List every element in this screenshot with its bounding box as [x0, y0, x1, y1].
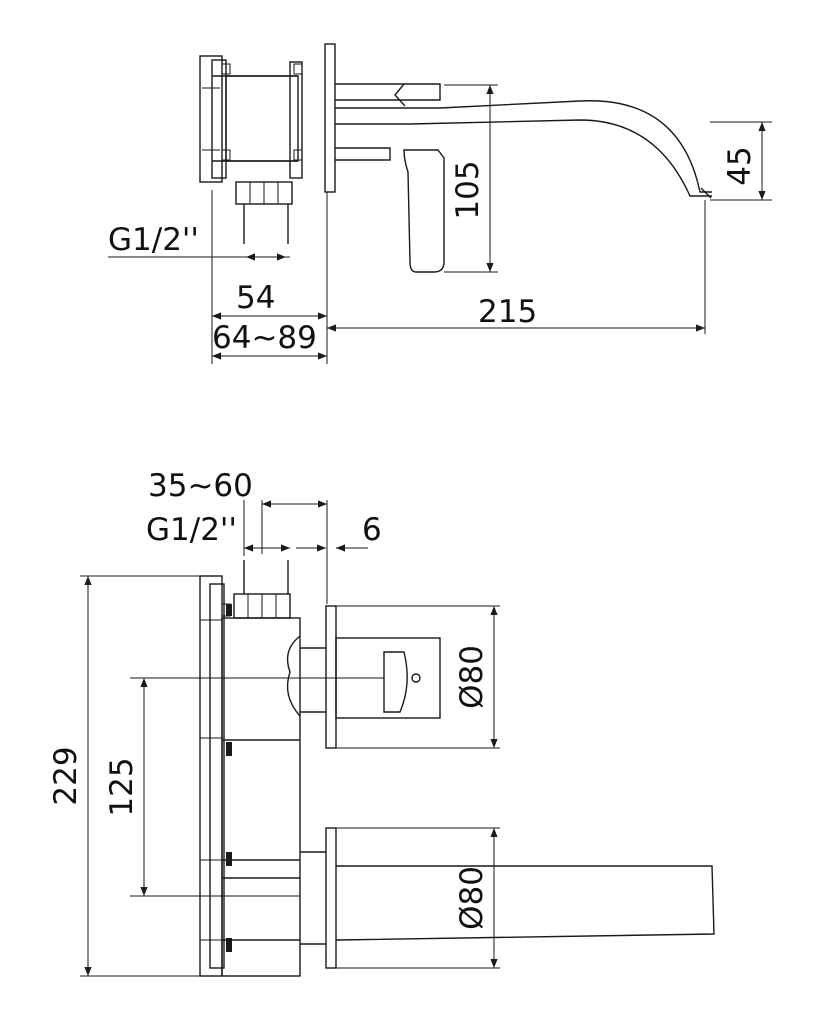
label-45: 45	[722, 146, 758, 185]
label-d80-upper: Ø80	[454, 645, 490, 709]
label-35-60: 35~60	[148, 468, 253, 504]
bottom-rough-in-body	[221, 603, 301, 977]
label-105: 105	[450, 160, 486, 219]
top-view: G1/2'' 54 64~89 215 105 45	[108, 43, 772, 364]
label-54: 54	[236, 280, 275, 316]
top-wall-plate	[324, 43, 336, 193]
bottom-extension-lines	[80, 500, 500, 977]
label-d80-lower: Ø80	[454, 866, 490, 930]
label-229: 229	[48, 746, 84, 805]
bottom-back-plate	[199, 575, 225, 977]
label-215: 215	[478, 294, 537, 330]
bottom-upper-mixer	[300, 605, 441, 749]
bottom-lower-spout	[300, 827, 715, 969]
label-bottom-thread: G1/2''	[146, 512, 237, 548]
label-125: 125	[104, 757, 140, 816]
top-spout	[335, 100, 712, 199]
bottom-view: 35~60 G1/2'' 6 229 125 Ø80 Ø80	[48, 468, 715, 977]
top-lever-handle	[403, 149, 445, 273]
top-mixer-body	[335, 83, 441, 161]
label-64-89: 64~89	[212, 320, 317, 356]
bottom-connection-nut	[233, 560, 291, 619]
label-top-thread: G1/2''	[108, 222, 199, 258]
top-extension-lines	[108, 84, 772, 364]
label-6: 6	[362, 512, 382, 548]
top-rough-in-body	[199, 55, 303, 183]
top-connection-nut	[235, 181, 293, 244]
